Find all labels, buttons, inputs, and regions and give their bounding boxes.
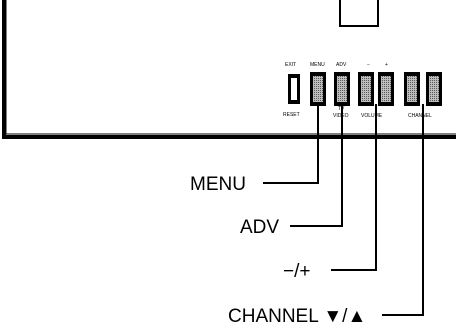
- top-tab: [339, 0, 379, 27]
- channel-leader-line: [382, 104, 424, 316]
- callout-volume: −/+: [283, 261, 310, 282]
- exit-reset-button[interactable]: [288, 74, 300, 104]
- label-exit: EXIT: [285, 62, 296, 68]
- adv-leader-line: [290, 104, 343, 227]
- callout-menu: MENU: [190, 174, 246, 195]
- label-menu: MENU: [310, 62, 325, 68]
- channel-down-button[interactable]: [404, 72, 420, 106]
- label-adv: ADV: [336, 62, 347, 68]
- label-reset: RESET: [283, 112, 300, 118]
- tv-panel-outline: [2, 0, 456, 139]
- volume-leader-line: [331, 104, 377, 271]
- volume-down-button[interactable]: [358, 72, 374, 106]
- adv-button[interactable]: [334, 72, 350, 106]
- callout-channel: CHANNEL ▼/▲: [228, 306, 366, 327]
- volume-up-button[interactable]: [378, 72, 394, 106]
- label-plus: +: [385, 62, 388, 68]
- callout-adv: ADV: [240, 217, 279, 238]
- label-volume: VOLUME: [361, 113, 383, 119]
- channel-up-button[interactable]: [426, 72, 442, 106]
- label-minus: −: [367, 62, 370, 68]
- label-video: VIDEO: [333, 113, 349, 119]
- menu-leader-line: [263, 104, 319, 184]
- menu-button[interactable]: [310, 72, 326, 106]
- label-channel: CHANNEL: [408, 113, 432, 119]
